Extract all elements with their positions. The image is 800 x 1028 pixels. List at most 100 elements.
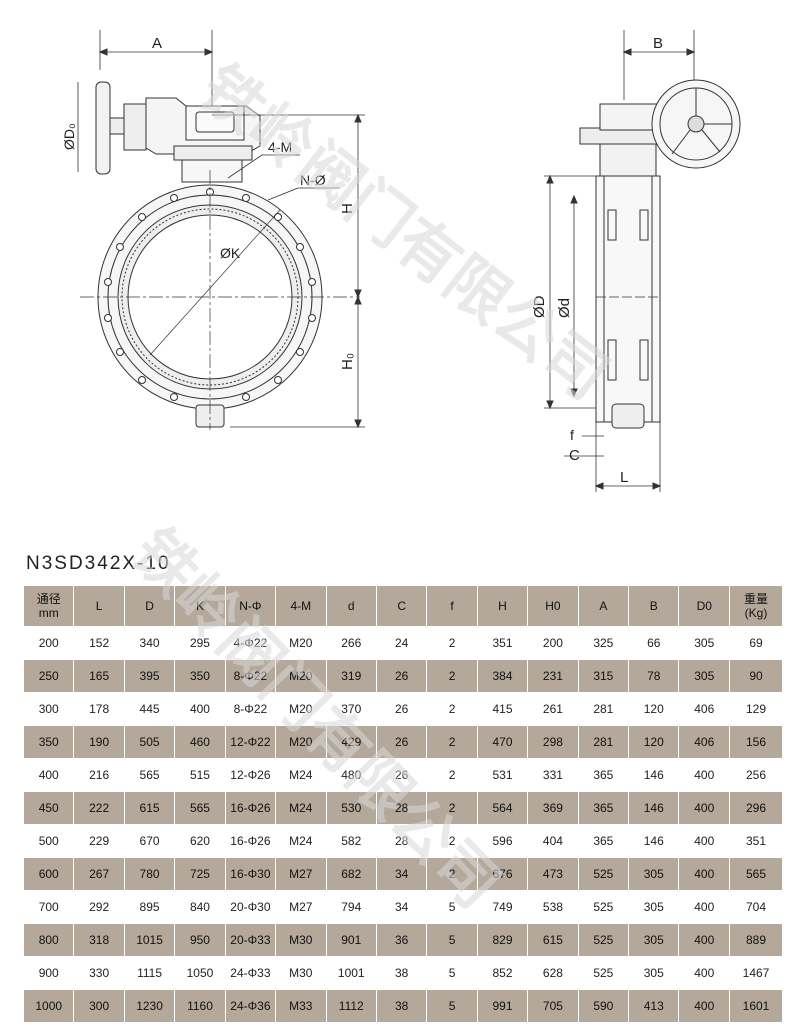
table-cell: M27: [275, 857, 327, 891]
table-cell: 200: [22, 626, 75, 660]
dim-label-b: B: [653, 35, 663, 52]
table-cell: 24-Φ33: [224, 956, 277, 990]
table-cell: 350: [174, 659, 226, 693]
specification-table: 通径 mm L D K N-Φ 4-M d C f H H0 A B D0 重量…: [22, 585, 783, 1023]
table-cell: M20: [275, 692, 327, 726]
table-cell: 319: [325, 659, 377, 693]
table-cell: M24: [275, 758, 327, 792]
table-cell: 250: [22, 659, 75, 693]
table-cell: 991: [476, 989, 529, 1023]
table-cell: 590: [577, 989, 630, 1023]
table-cell: 749: [476, 890, 529, 924]
table-cell: 794: [325, 890, 377, 924]
table-cell: 2: [426, 725, 478, 759]
table-cell: 38: [375, 956, 428, 990]
dim-label-k: ØK: [220, 245, 241, 261]
table-cell: 5: [426, 923, 478, 957]
table-cell: 400: [678, 956, 730, 990]
table-cell: 406: [678, 692, 730, 726]
table-cell: 222: [73, 791, 125, 825]
table-cell: 370: [325, 692, 377, 726]
table-cell: 16-Φ26: [224, 824, 277, 858]
table-cell: 413: [628, 989, 680, 1023]
table-cell: 705: [527, 989, 579, 1023]
table-cell: 330: [73, 956, 125, 990]
table-cell: 340: [123, 626, 176, 660]
table-cell: 2: [426, 758, 478, 792]
table-cell: 1001: [325, 956, 377, 990]
table-cell: 78: [628, 659, 680, 693]
table-cell: 2: [426, 626, 478, 660]
label-4m: 4-M: [268, 139, 292, 155]
table-cell: 300: [73, 989, 125, 1023]
table-cell: 69: [729, 626, 783, 660]
table-cell: 24-Φ36: [224, 989, 277, 1023]
table-cell: 129: [729, 692, 783, 726]
table-cell: 365: [577, 824, 630, 858]
table-cell: 400: [174, 692, 226, 726]
table-cell: 525: [577, 956, 630, 990]
model-title: N3SD342X-10: [26, 553, 171, 574]
col-header: f: [426, 585, 478, 627]
table-cell: 281: [577, 725, 630, 759]
table-cell: 384: [476, 659, 529, 693]
table-cell: 700: [22, 890, 75, 924]
col-header: A: [577, 585, 630, 627]
table-cell: 146: [628, 758, 680, 792]
table-cell: 305: [678, 659, 730, 693]
table-cell: 231: [527, 659, 579, 693]
table-cell: 2: [426, 857, 478, 891]
table-cell: 1601: [729, 989, 783, 1023]
table-cell: 1015: [123, 923, 176, 957]
table-cell: 315: [577, 659, 630, 693]
table-cell: 1115: [123, 956, 176, 990]
table-cell: 90: [729, 659, 783, 693]
table-cell: 582: [325, 824, 377, 858]
table-cell: 152: [73, 626, 125, 660]
table-cell: 34: [375, 857, 428, 891]
table-cell: 229: [73, 824, 125, 858]
table-cell: 331: [527, 758, 579, 792]
table-cell: 165: [73, 659, 125, 693]
table-cell: M30: [275, 923, 327, 957]
table-cell: 950: [174, 923, 226, 957]
table-cell: 406: [678, 725, 730, 759]
table-cell: 26: [375, 758, 428, 792]
table-cell: 146: [628, 824, 680, 858]
col-header: D: [123, 585, 176, 627]
table-cell: 28: [375, 824, 428, 858]
table-cell: 840: [174, 890, 226, 924]
table-cell: 620: [174, 824, 226, 858]
table-cell: 400: [678, 824, 730, 858]
table-cell: 120: [628, 692, 680, 726]
table-cell: 1112: [325, 989, 377, 1023]
table-cell: 20-Φ30: [224, 890, 277, 924]
table-cell: 628: [527, 956, 579, 990]
table-cell: 800: [22, 923, 75, 957]
col-header: 重量 (Kg): [729, 585, 783, 627]
table-cell: 28: [375, 791, 428, 825]
table-cell: 676: [476, 857, 529, 891]
table-cell: M20: [275, 626, 327, 660]
table-cell: 525: [577, 923, 630, 957]
table-cell: 256: [729, 758, 783, 792]
table-cell: 26: [375, 725, 428, 759]
table-cell: 305: [678, 626, 730, 660]
table-cell: M30: [275, 956, 327, 990]
dim-label-h: H: [339, 203, 356, 214]
table-cell: 305: [628, 923, 680, 957]
table-cell: 525: [577, 857, 630, 891]
col-header: C: [375, 585, 428, 627]
table-cell: 429: [325, 725, 377, 759]
table-cell: 2: [426, 692, 478, 726]
front-view: A ØD₀ ØK: [61, 30, 365, 430]
table-cell: 725: [174, 857, 226, 891]
col-header: L: [73, 585, 125, 627]
table-cell: 190: [73, 725, 125, 759]
